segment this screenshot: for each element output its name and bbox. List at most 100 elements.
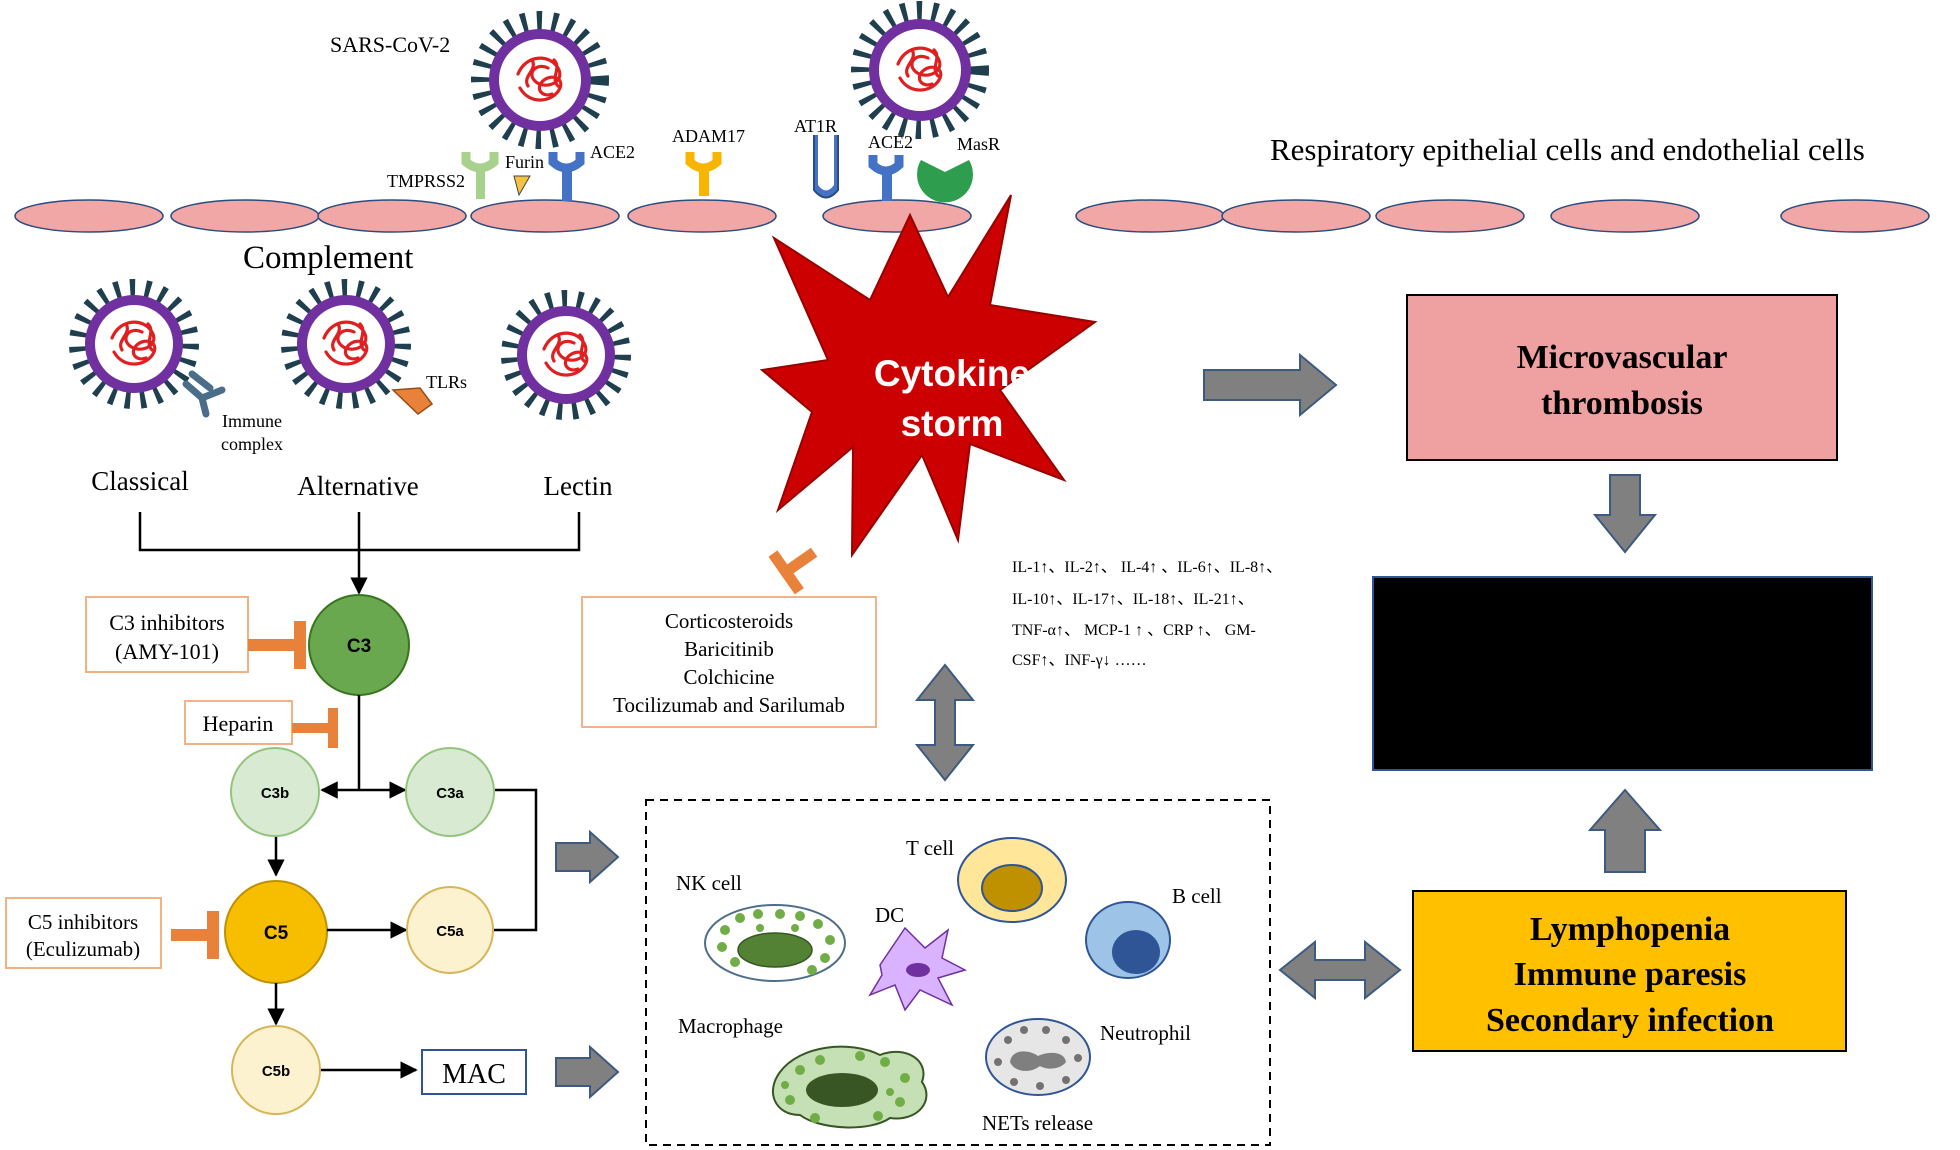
c3a-label: C3a (436, 785, 464, 802)
membrane-cell (14, 199, 164, 233)
c5-inhibitor-drug: (Eculizumab) (26, 937, 140, 961)
at1r-label: AT1R (794, 116, 837, 136)
neutrophil-icon (985, 1018, 1091, 1096)
virus-icon (851, 1, 989, 139)
tmprss2-label: TMPRSS2 (387, 171, 465, 191)
membrane-cell (1550, 199, 1700, 233)
masr-receptor-icon (917, 160, 973, 203)
tlrs-label: TLRs (426, 372, 467, 392)
lymphopenia-label-1: Lymphopenia (1530, 911, 1730, 948)
ace2-receptor-icon (548, 152, 585, 201)
dendritic-cell-nucleus (906, 963, 930, 977)
c5-inhibition-icon (171, 911, 219, 959)
organ-failure-label-2: and Death (1538, 682, 1706, 724)
pathway-connectors (138, 512, 581, 595)
furin-label: Furin (505, 152, 544, 172)
therapy-corticosteroids: Corticosteroids (665, 609, 793, 633)
membrane-cell (1780, 199, 1930, 233)
thrombosis-label-2: thrombosis (1541, 385, 1703, 422)
c3b-node (230, 747, 320, 837)
thrombosis-label-1: Microvascular (1517, 339, 1728, 376)
adam17-receptor-icon (685, 152, 722, 196)
heparin-inhibition-icon (292, 708, 338, 748)
c3b-label: C3b (261, 785, 289, 802)
virus-label: SARS-CoV-2 (330, 32, 450, 57)
membrane-cell (822, 199, 972, 233)
ace2-left-label: ACE2 (590, 142, 635, 162)
immune-complex-icon (182, 370, 226, 418)
thrombosis-box (1406, 294, 1838, 461)
lectin-virus-icon (501, 290, 631, 420)
membrane-cell (470, 199, 620, 233)
cytokine-list-line-3: TNF-α↑、 MCP-1 ↑ 、CRP ↑、 GM- (1012, 622, 1256, 639)
tlr-receptor-icon (391, 387, 434, 415)
immune-complex-label-1: Immune (222, 411, 282, 431)
c5-inhibitor-box (5, 897, 162, 969)
mac-box (421, 1049, 527, 1095)
cytokine-list-line-4: CSF↑、INF-γ↓ …… (1012, 652, 1147, 669)
macrophage-label: Macrophage (678, 1014, 783, 1038)
therapy-box (581, 596, 877, 728)
nets-label: NETs release (982, 1111, 1093, 1135)
membrane-cell (1075, 199, 1225, 233)
t-cell-label: T cell (906, 836, 954, 860)
membrane-cell (317, 199, 467, 233)
masr-label: MasR (957, 134, 1000, 154)
membrane-cell (627, 199, 777, 233)
ace2-right-label: ACE2 (868, 132, 913, 152)
t-cell-icon (957, 837, 1067, 923)
mac-label: MAC (442, 1059, 506, 1090)
organ-failure-box (1372, 576, 1873, 771)
lymphopenia-label-3: Secondary infection (1486, 1002, 1774, 1039)
membrane-cell (1375, 199, 1525, 233)
b-cell-icon (1085, 901, 1171, 979)
c5a-label: C5a (436, 923, 464, 940)
storm-immune-double-arrow (914, 663, 976, 782)
dc-label: DC (875, 903, 904, 927)
c5b-node (231, 1025, 321, 1115)
c3-label: C3 (347, 636, 371, 657)
b-cell-label: B cell (1172, 884, 1222, 908)
immune-cells-box (645, 799, 1271, 1146)
pathway-alternative: Alternative (297, 471, 418, 501)
c3-inhibitor-name: C3 inhibitors (109, 610, 225, 635)
cytokine-list-line-1: IL-1↑、IL-2↑、 IL-4↑ 、IL-6↑、IL-8↑、 (1012, 559, 1282, 576)
tmprss2-receptor-icon (461, 152, 499, 199)
membrane-label: Respiratory epithelial cells and endothe… (1270, 132, 1865, 167)
c3-cleavage-connectors (267, 695, 538, 932)
heparin-label: Heparin (203, 711, 274, 736)
complement-title: Complement (243, 240, 413, 276)
sars-cov-2-virus-icon (471, 11, 609, 149)
lymphopenia-label-2: Immune paresis (1514, 956, 1747, 993)
heparin-box (184, 700, 293, 745)
pathway-classical: Classical (91, 466, 188, 496)
nk-cell-label: NK cell (676, 871, 742, 895)
organ-failure-label-1: Multi- organ failure (1460, 631, 1784, 673)
c3-inhibition-icon (248, 621, 306, 669)
c5-inhibitor-name: C5 inhibitors (28, 910, 138, 934)
immune-lymphopenia-double-arrow (1278, 939, 1402, 1001)
immune-complex-label-2: complex (221, 434, 283, 454)
furin-icon (513, 175, 531, 197)
neutrophil-label: Neutrophil (1100, 1021, 1191, 1045)
macrophage-icon (771, 1045, 928, 1129)
c5-label: C5 (264, 923, 289, 944)
therapy-colchicine: Colchicine (684, 665, 775, 689)
cytokine-storm-label-1: Cytokine (874, 353, 1030, 394)
cell-membrane (14, 199, 1930, 233)
ace2-right-receptor-icon (868, 155, 904, 201)
nk-cell-icon (704, 904, 846, 982)
lymphopenia-box (1412, 890, 1847, 1052)
therapy-tocilizumab: Tocilizumab and Sarilumab (613, 693, 845, 717)
adam17-label: ADAM17 (672, 126, 745, 146)
storm-to-thrombosis-arrow (1203, 352, 1338, 418)
therapy-inhibition-icon (768, 547, 818, 595)
c3a-node (405, 747, 495, 837)
thrombosis-to-failure-arrow (1592, 474, 1658, 554)
cytokine-storm-label-2: storm (901, 403, 1004, 444)
complement-to-immune-arrow (555, 829, 620, 885)
alternative-virus-icon (281, 279, 411, 409)
lymphopenia-to-failure-arrow (1587, 788, 1663, 873)
c3-inhibitor-drug: (AMY-101) (115, 639, 219, 664)
